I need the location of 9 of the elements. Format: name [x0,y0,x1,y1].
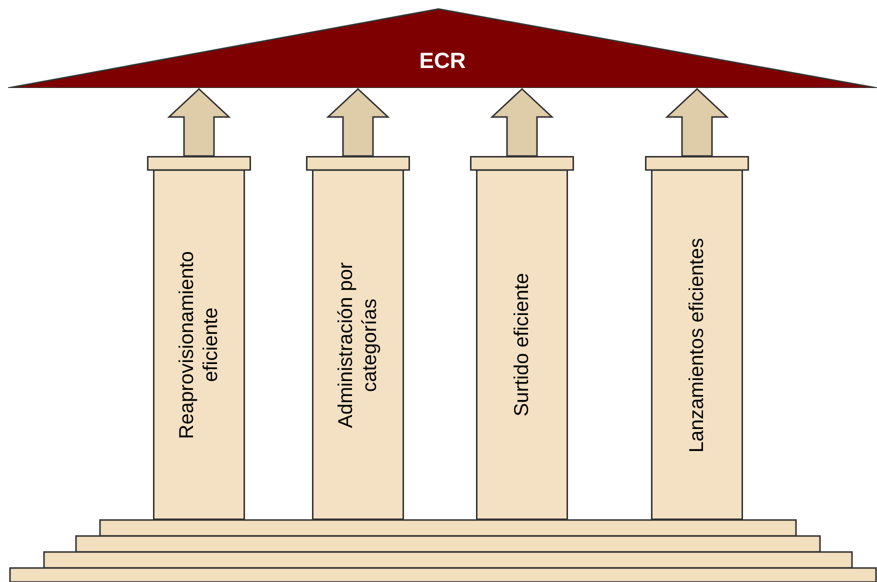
pillar-label: Reaprovisionamiento eficiente [175,250,223,441]
block-arrow [665,88,729,157]
pillar-label: Surtido eficiente [510,273,534,417]
pillar-label: Administración por categorías [334,261,382,430]
block-arrow [326,88,390,157]
block-arrow [490,88,554,157]
pillar-label: Lanzamientos eficientes [685,238,709,452]
roof-label: ECR [419,48,466,74]
block-arrow [167,88,231,157]
